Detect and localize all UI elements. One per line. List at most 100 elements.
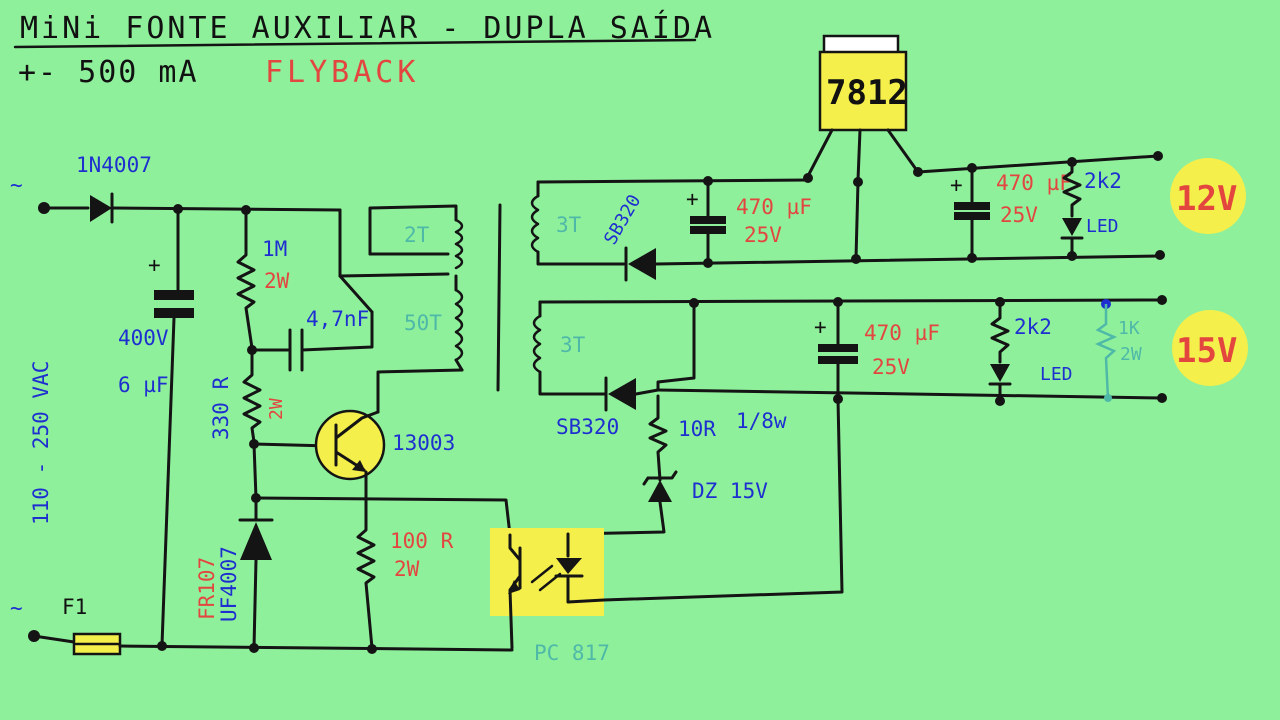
out1-minus-terminal xyxy=(1155,250,1165,260)
optocoupler-pc817 xyxy=(490,528,604,616)
wire-aux-to-cap xyxy=(338,274,374,314)
trafo-sec2-coil xyxy=(532,314,542,374)
schottky-1-body xyxy=(628,248,656,280)
trafo-primary-coil xyxy=(454,288,464,362)
cap-fb-label: 4,7nF xyxy=(306,307,369,331)
cap-out1-voltage: 25V xyxy=(744,223,782,247)
node-gnd-1 xyxy=(157,641,167,651)
resistor-10r xyxy=(648,394,668,482)
cap-out2-capacitance: 470 µF xyxy=(996,171,1072,195)
r-load-value: 1K xyxy=(1118,318,1140,339)
cap-out3-voltage: 25V xyxy=(872,355,910,379)
wire-diode-fr-bottom xyxy=(252,558,258,650)
node-out1-gnd xyxy=(703,258,713,268)
cap-in-plate-top xyxy=(154,290,194,300)
wire-reg-gnd xyxy=(854,180,860,260)
fuse-label: F1 xyxy=(62,595,87,619)
wire-cap-fb-right xyxy=(300,310,374,352)
ac-line-symbol: ~ xyxy=(10,173,23,197)
wire-sec2-top xyxy=(538,298,1164,304)
output-12v-label: 12V xyxy=(1176,179,1237,219)
led2-label: LED xyxy=(1040,364,1073,385)
cap-fb-plates xyxy=(288,328,304,372)
wire-sec1-bottom xyxy=(536,250,626,266)
zener-label: DZ 15V xyxy=(692,479,768,503)
r1-power: 2W xyxy=(264,269,290,293)
schottky-2-label: SB320 xyxy=(556,415,619,439)
trafo-primary-label: 50T xyxy=(404,311,442,335)
diode-uf-label: UF4007 xyxy=(217,546,241,622)
wire-diode-fr-top xyxy=(252,442,258,500)
optocoupler-label: PC 817 xyxy=(534,641,610,665)
diode-in-label: 1N4007 xyxy=(76,153,152,177)
cap-in-plate-bottom xyxy=(154,308,194,318)
regulator-pin-in xyxy=(806,128,834,178)
opto-collector xyxy=(508,533,522,562)
wire-gnd-rail xyxy=(118,644,514,652)
title-underline xyxy=(13,38,697,49)
regulator-7812 xyxy=(818,50,908,132)
node-sec2-top xyxy=(689,298,699,308)
diode-fr-body xyxy=(240,522,272,560)
current-rating: +- 500 mA xyxy=(18,55,199,90)
out2-minus-terminal xyxy=(1157,393,1167,403)
transistor-emitter-arrow xyxy=(352,460,366,472)
ac-neutral-symbol: ~ xyxy=(10,596,23,620)
led1-label: LED xyxy=(1086,216,1119,237)
out1-plus-terminal xyxy=(1153,151,1163,161)
transistor-13003 xyxy=(314,409,386,481)
r-fb-power: 1/8w xyxy=(736,409,787,433)
topology-label: FLYBACK xyxy=(265,55,419,90)
wire-cap-in-bottom xyxy=(160,316,176,647)
r2-value: 330 R xyxy=(209,376,233,440)
node-led1-gnd xyxy=(1067,251,1077,261)
transistor-label: 13003 xyxy=(392,431,455,455)
r2-power: 2W xyxy=(266,398,287,420)
schottky-1-label: SB320 xyxy=(600,191,645,248)
out2-plus-terminal xyxy=(1157,295,1167,305)
wire-aux-winding xyxy=(368,204,458,256)
r-fb-value: 10R xyxy=(678,417,716,441)
wire-primary-coil-bottom xyxy=(454,358,464,372)
opto-emitter-arrow xyxy=(508,580,520,594)
wire-sec2-diode-out xyxy=(634,302,696,396)
schottky-2-body xyxy=(608,378,636,410)
node-out2-gnd xyxy=(967,253,977,263)
diode-fr-label: FR107 xyxy=(195,557,219,620)
cap-out1-capacitance: 470 µF xyxy=(736,195,812,219)
wire-primary-top xyxy=(338,208,450,278)
r-led1-label: 2k2 xyxy=(1084,169,1122,193)
diode-1n4007-body xyxy=(90,195,112,222)
cap-out1-plate-top xyxy=(690,216,726,224)
trafo-aux-coil xyxy=(454,218,464,270)
wire-sec1-return xyxy=(654,254,1162,266)
r-emitter-power: 2W xyxy=(394,557,420,581)
wire-ac-neutral xyxy=(32,634,76,644)
cap-in-voltage: 400V xyxy=(118,326,169,350)
trafo-sec1-label: 3T xyxy=(556,213,582,237)
wire-sec1-top xyxy=(536,178,810,184)
transistor-collector xyxy=(334,410,380,440)
cap-in-capacitance: 6 µF xyxy=(118,373,169,397)
regulator-pin-out xyxy=(886,128,920,174)
wire-hv-rail xyxy=(110,206,342,212)
cap-out1-plate-bottom xyxy=(690,226,726,234)
trafo-aux-label: 2T xyxy=(404,223,430,247)
zener-body xyxy=(648,480,672,502)
resistor-100r xyxy=(356,470,376,650)
cap-out2-voltage: 25V xyxy=(1000,203,1038,227)
resistor-330r xyxy=(242,348,262,444)
opto-led-body xyxy=(556,558,582,574)
ac-input-range: 110 - 250 VAC xyxy=(29,361,53,525)
led2-body xyxy=(990,364,1010,382)
output-15v-label: 15V xyxy=(1176,331,1237,371)
node-led2-gnd xyxy=(995,396,1005,406)
cap-out1-plus: + xyxy=(686,187,699,211)
resistor-1k-load xyxy=(1094,304,1118,399)
opto-led-cathode xyxy=(566,574,606,604)
wire-collector xyxy=(376,368,464,414)
r-emitter-value: 100 R xyxy=(390,529,454,553)
r1-value: 1M xyxy=(262,237,287,261)
